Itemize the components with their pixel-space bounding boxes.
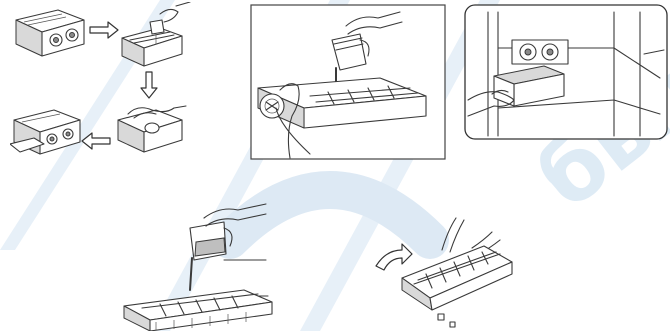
ice-maker-with-tray-out-icon <box>10 110 80 154</box>
ice-maker-unit-icon <box>16 10 84 56</box>
twist-arrow-icon <box>376 244 412 270</box>
arrow-down-icon <box>141 72 157 98</box>
pitcher-icon <box>190 204 266 260</box>
hand-left <box>442 218 464 252</box>
water-stream <box>190 258 192 290</box>
arrow-right-icon <box>90 22 118 38</box>
panel-fill-ice-cube-tray <box>120 198 280 331</box>
panel-fill-ice-maker <box>250 4 446 160</box>
ice-maker-in-freezer-icon <box>512 40 568 64</box>
tray-being-filled-icon <box>122 2 190 66</box>
ice-cube-tray-icon <box>124 290 272 331</box>
panel-frame <box>465 5 667 139</box>
panel-ice-maker-sequence <box>10 2 210 162</box>
panel-twist-tray <box>372 210 532 331</box>
arrow-left-icon <box>82 133 110 149</box>
hand-inserting-tray-icon <box>118 106 186 152</box>
twisted-ice-tray-icon <box>402 246 512 310</box>
ice-cube-icon <box>438 314 455 327</box>
panel-insert-ice-bin <box>464 4 668 140</box>
